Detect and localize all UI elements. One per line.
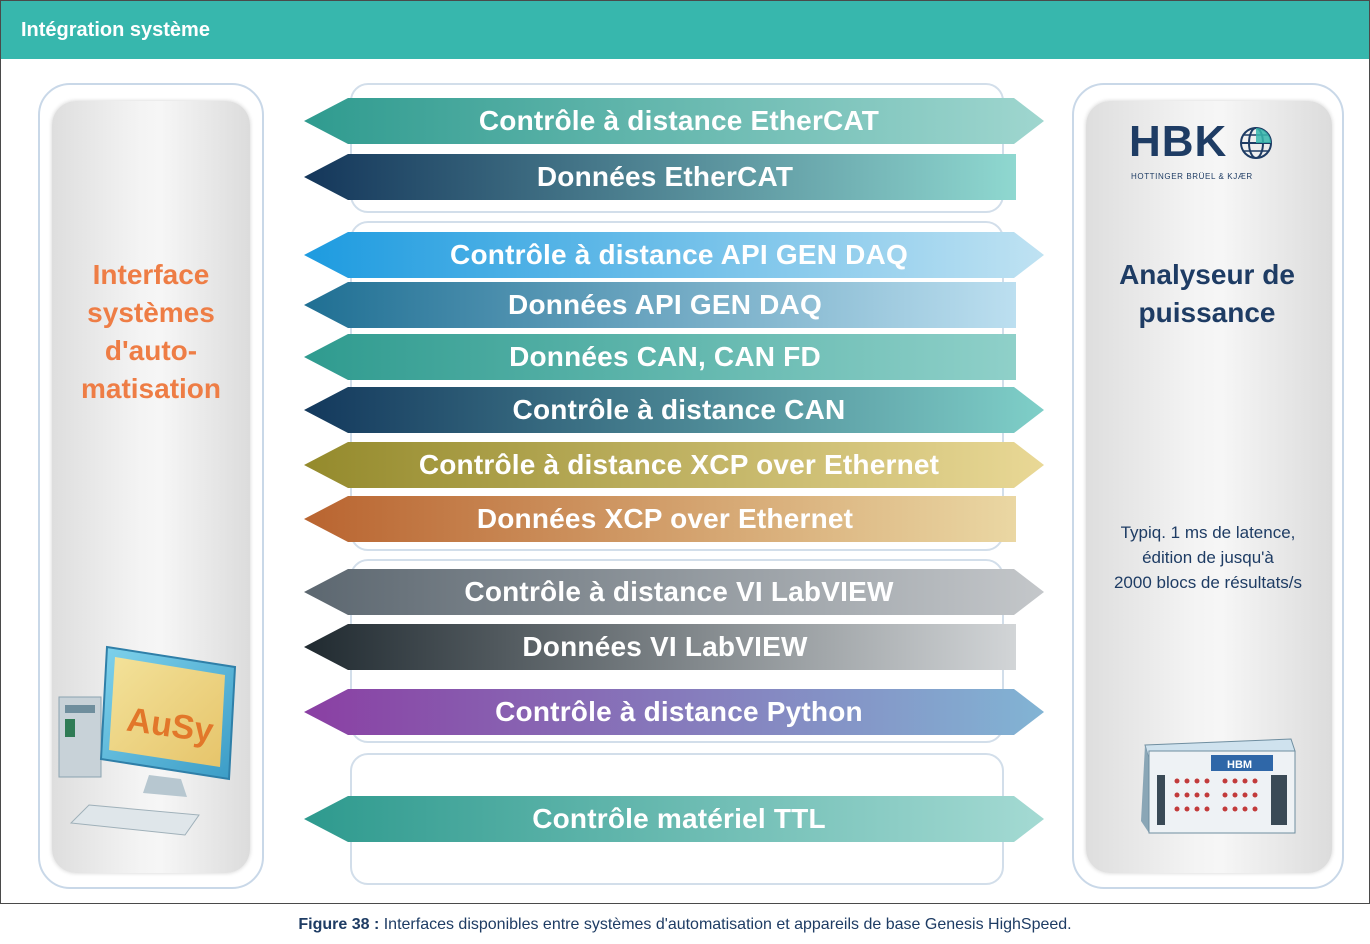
automation-system-heading: Interface systèmes d'auto- matisation: [53, 256, 249, 408]
arrow-python-remote-control: Contrôle à distance Python: [304, 689, 1044, 735]
power-analyzer-heading: Analyseur de puissance: [1091, 256, 1323, 332]
note-line: édition de jusqu'à: [1142, 548, 1274, 567]
arrow-label: Contrôle à distance VI LabVIEW: [464, 576, 894, 607]
caption-text: Interfaces disponibles entre systèmes d'…: [379, 916, 1072, 933]
figure-number: Figure 38 :: [298, 916, 380, 933]
ausy-computer-image: AuSy: [58, 645, 237, 836]
arrow-api-gen-daq-remote-control: Contrôle à distance API GEN DAQ: [304, 232, 1044, 278]
note-line: 2000 blocs de résultats/s: [1113, 573, 1303, 592]
arrow-label: Contrôle à distance Python: [495, 696, 863, 727]
hbk-logo: HBK HOTTINGER BRÜEL & KJÆR: [1129, 120, 1299, 186]
figure-caption: Figure 38 : Interfaces disponibles entre…: [0, 916, 1370, 934]
arrow-ttl-hardware-control: Contrôle matériel TTL: [304, 796, 1044, 842]
arrow-ethercat-data: Données EtherCAT: [304, 154, 1016, 200]
arrow-label: Contrôle à distance XCP over Ethernet: [418, 449, 940, 480]
heading-line: puissance: [1138, 297, 1276, 328]
heading-line: systèmes: [87, 297, 215, 328]
arrow-api-gen-daq-data: Données API GEN DAQ: [304, 282, 1016, 328]
arrow-label: Données EtherCAT: [536, 161, 794, 192]
section-title: Intégration système: [1, 1, 1369, 59]
arrow-label: Contrôle à distance API GEN DAQ: [450, 239, 908, 270]
note-line: Typiq. 1 ms de latence,: [1120, 523, 1296, 542]
arrow-label: Contrôle à distance CAN: [512, 394, 846, 425]
hbk-tagline: HOTTINGER BRÜEL & KJÆR: [1131, 172, 1253, 181]
device-brand-label: HBM: [1227, 759, 1252, 771]
arrow-label: Données XCP over Ethernet: [476, 503, 854, 534]
globe-icon: [1240, 127, 1272, 159]
arrow-label: Contrôle matériel TTL: [532, 803, 826, 834]
arrow-label: Données VI LabVIEW: [522, 631, 808, 662]
heading-line: Interface: [92, 259, 210, 290]
heading-line: d'auto-: [104, 335, 198, 366]
arrow-label: Données CAN, CAN FD: [509, 341, 821, 372]
arrow-xcp-remote-control: Contrôle à distance XCP over Ethernet: [304, 442, 1044, 488]
latency-note: Typiq. 1 ms de latence, édition de jusqu…: [1083, 520, 1333, 595]
arrow-can-data: Données CAN, CAN FD: [304, 334, 1016, 380]
arrow-can-remote-control: Contrôle à distance CAN: [304, 387, 1044, 433]
arrow-label: Données API GEN DAQ: [508, 289, 822, 320]
arrow-label: Contrôle à distance EtherCAT: [478, 105, 880, 136]
arrow-xcp-data: Données XCP over Ethernet: [304, 496, 1016, 542]
arrow-labview-data: Données VI LabVIEW: [304, 624, 1016, 670]
genesis-device-image: HBM: [1141, 738, 1296, 834]
figure-frame: Intégration système Interface systèmes d…: [0, 0, 1370, 904]
hbk-wordmark: HBK: [1129, 117, 1228, 166]
arrow-labview-remote-control: Contrôle à distance VI LabVIEW: [304, 569, 1044, 615]
arrow-ethercat-remote-control: Contrôle à distance EtherCAT: [304, 98, 1044, 144]
heading-line: Analyseur de: [1119, 259, 1295, 290]
heading-line: matisation: [80, 373, 222, 404]
